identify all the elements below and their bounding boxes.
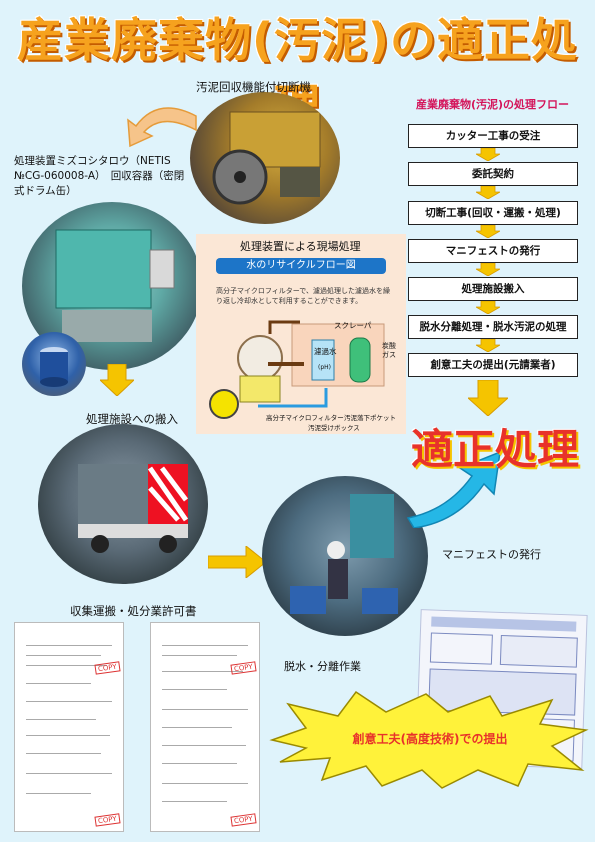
manifest-label: マニフェストの発行 (442, 548, 541, 561)
flow-step-1: カッター工事の受注 (408, 124, 578, 148)
truck-photo (38, 424, 208, 584)
label-gas: 炭酸ガス (382, 342, 396, 359)
flow-heading: 産業廃棄物(汚泥)の処理フロー (416, 98, 570, 111)
label-pocket: 汚泥落下ポケット (344, 414, 396, 422)
copy-stamp-3: COPY (230, 661, 257, 675)
dewatering-photo (262, 476, 428, 636)
flow-arrow-5 (476, 301, 500, 314)
drum-icon (40, 347, 68, 387)
curved-arrow-to-device (127, 107, 197, 148)
flow-arrow-1 (476, 148, 500, 161)
site-panel-heading: 処理装置による現場処理 (240, 240, 361, 253)
flow-arrow-2 (476, 186, 500, 199)
flow-step-4: マニフェストの発行 (408, 239, 578, 263)
label-box: 汚泥受けボックス (308, 424, 360, 432)
flow-arrow-3 (476, 225, 500, 238)
dewater-label: 脱水・分離作業 (284, 660, 361, 673)
flow-step-5: 処理施設搬入 (408, 277, 578, 301)
down-arrow-1 (100, 364, 134, 396)
dewatering-illustration (290, 494, 398, 614)
device-illustration (55, 229, 175, 342)
permit-document-1: COPY COPY (14, 622, 124, 832)
flow-arrow-6 (476, 339, 500, 352)
drum-inset-photo (22, 332, 86, 396)
site-treatment-panel: 処理装置による現場処理 水のリサイクルフロー図 高分子マイクロフィルターで、濾過… (196, 234, 406, 434)
flow-step-6: 脱水分離処理・脱水汚泥の処理 (408, 315, 578, 339)
cutter-label: 汚泥回収機能付切断機 (196, 80, 311, 94)
burst-shape (269, 690, 589, 789)
flow-step-3: 切断工事(回収・運搬・処理) (408, 201, 578, 225)
truck-illustration (78, 464, 189, 553)
flow-arrow-4 (476, 263, 500, 276)
curved-arrow-to-result (406, 450, 501, 528)
device-label: 処理装置ミズコシタロウ（NETIS №CG-060008-A） 回収容器（密閉式… (14, 155, 185, 197)
label-filter: 高分子マイクロフィルター (266, 414, 344, 422)
flow-arrow-to-result (468, 380, 508, 416)
recycle-flow-banner: 水のリサイクルフロー図 (216, 258, 386, 274)
flow-step-2: 委託契約 (408, 162, 578, 186)
cutter-illustration (212, 111, 321, 205)
right-arrow-to-dewater (208, 546, 266, 578)
label-ph: (pH) (318, 364, 332, 371)
site-panel-description: 高分子マイクロフィルターで、濾過処理した濾過水を繰り返し冷却水として利用すること… (216, 287, 391, 305)
permit-label: 収集運搬・処分業許可書 (70, 604, 197, 618)
label-filtered: 濾過水 (314, 347, 337, 356)
transport-label: 処理施設への搬入 (86, 412, 178, 426)
recycle-diagram (209, 320, 385, 419)
copy-stamp-2: COPY (94, 813, 121, 827)
recycle-flow-banner-text: 水のリサイクルフロー図 (246, 260, 356, 271)
copy-stamp-4: COPY (230, 813, 257, 827)
cutter-photo (190, 92, 340, 224)
device-photo (22, 202, 202, 370)
copy-stamp-1: COPY (94, 661, 121, 675)
label-scraper: スクレーパ (334, 321, 372, 330)
burst-text: 創意工夫(高度技術)での提出 (352, 732, 508, 746)
flow-step-7: 創意工夫の提出(元請業者) (408, 353, 578, 377)
result-text: 適正処理 (410, 425, 579, 474)
permit-document-2: COPY COPY (150, 622, 260, 832)
